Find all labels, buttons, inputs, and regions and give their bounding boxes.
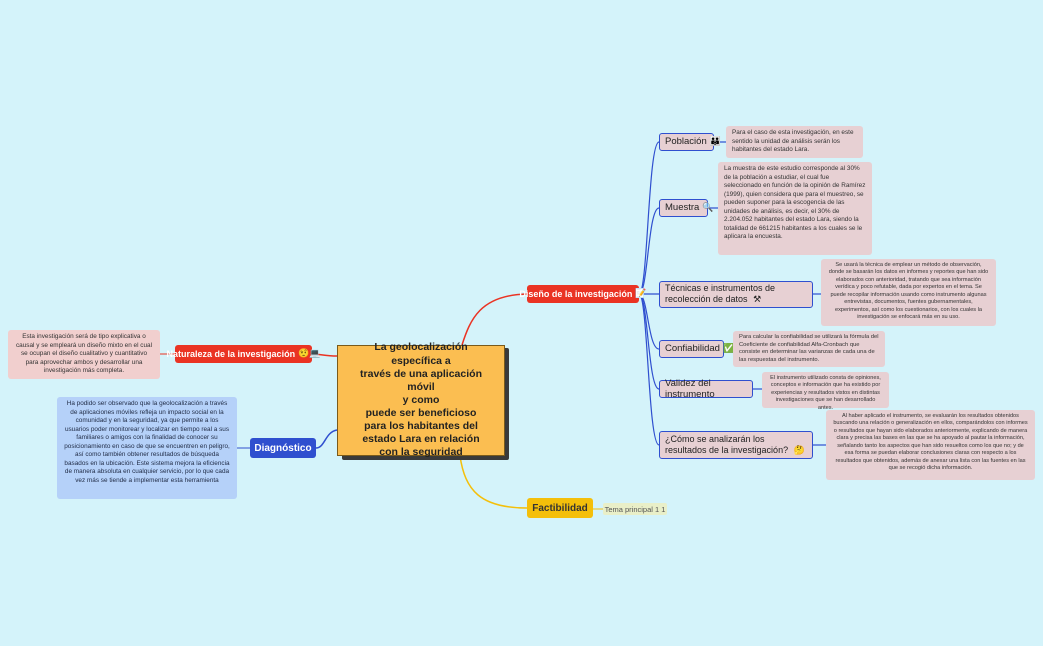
subtopic-validez[interactable]: Validez del instrumento bbox=[659, 378, 753, 400]
check-mark-icon: ✅ bbox=[722, 343, 735, 354]
topic-naturaleza[interactable]: Naturaleza de la investigación 🤨💻 bbox=[167, 345, 320, 363]
note-naturaleza: Esta investigación será de tipo explicat… bbox=[8, 330, 160, 379]
thinking-face-icon: 🤔 bbox=[793, 445, 805, 456]
subtopic-confiabilidad[interactable]: Confiabilidad ✅ bbox=[659, 340, 734, 358]
link-validez bbox=[638, 293, 660, 390]
subtopic-poblacion[interactable]: Población 👪 bbox=[659, 133, 721, 151]
link-analisis bbox=[638, 293, 660, 446]
link-muestra bbox=[638, 207, 660, 295]
subtopic-tecnicas[interactable]: Técnicas e instrumentos de recolección d… bbox=[659, 281, 813, 308]
thinking-laptop-icon: 🤨💻 bbox=[298, 349, 321, 359]
subtopic-poblacion-label: Población bbox=[665, 136, 707, 148]
subtopic-confiabilidad-label: Confiabilidad bbox=[665, 343, 720, 355]
subtopic-muestra[interactable]: Muestra 🔍 bbox=[659, 199, 714, 217]
magnifier-icon: 🔍 bbox=[702, 202, 714, 213]
topic-naturaleza-label: Naturaleza de la investigación bbox=[166, 349, 296, 359]
topic-factibilidad[interactable]: Factibilidad bbox=[527, 498, 593, 518]
link-factibilidad bbox=[459, 455, 528, 509]
family-icon: 👪 bbox=[709, 136, 721, 147]
link-diseno bbox=[461, 293, 528, 346]
note-analisis: Al haber aplicado el instrumento, se eva… bbox=[826, 410, 1035, 480]
note-muestra: La muestra de este estudio corresponde a… bbox=[718, 162, 872, 255]
note-confiabilidad: Para calcular la confiabilidad se utiliz… bbox=[733, 331, 885, 367]
note-tecnicas: Se usará la técnica de emplear un método… bbox=[821, 259, 996, 326]
link-poblacion bbox=[638, 141, 660, 295]
topic-diseno-label: Diseño de la investigación bbox=[519, 289, 633, 299]
link-confiabilidad bbox=[638, 293, 660, 350]
note-validez: El instrumento utilizado consta de opini… bbox=[762, 372, 889, 411]
subtopic-tecnicas-label: Técnicas e instrumentos de recolección d… bbox=[665, 283, 776, 305]
central-topic[interactable]: La geolocalización específica a través d… bbox=[337, 341, 505, 458]
memo-icon: 📝 bbox=[635, 289, 647, 299]
subtopic-muestra-label: Muestra bbox=[665, 202, 700, 214]
subtopic-analisis-label: ¿Cómo se analizarán los resultados de la… bbox=[665, 433, 805, 456]
subtopic-analisis[interactable]: ¿Cómo se analizarán los resultados de la… bbox=[659, 431, 813, 459]
note-poblacion: Para el caso de esta investigación, en e… bbox=[726, 126, 863, 158]
topic-diseno[interactable]: Diseño de la investigación 📝 bbox=[519, 285, 647, 303]
link-diagnostico bbox=[315, 429, 338, 449]
note-diagnostico: Ha podido ser observado que la geolocali… bbox=[57, 397, 237, 499]
hammer-pick-icon: ⚒ bbox=[753, 295, 762, 305]
tema-principal[interactable]: Tema principal 1 1 bbox=[603, 503, 667, 515]
topic-diagnostico[interactable]: Diagnóstico bbox=[250, 438, 316, 458]
